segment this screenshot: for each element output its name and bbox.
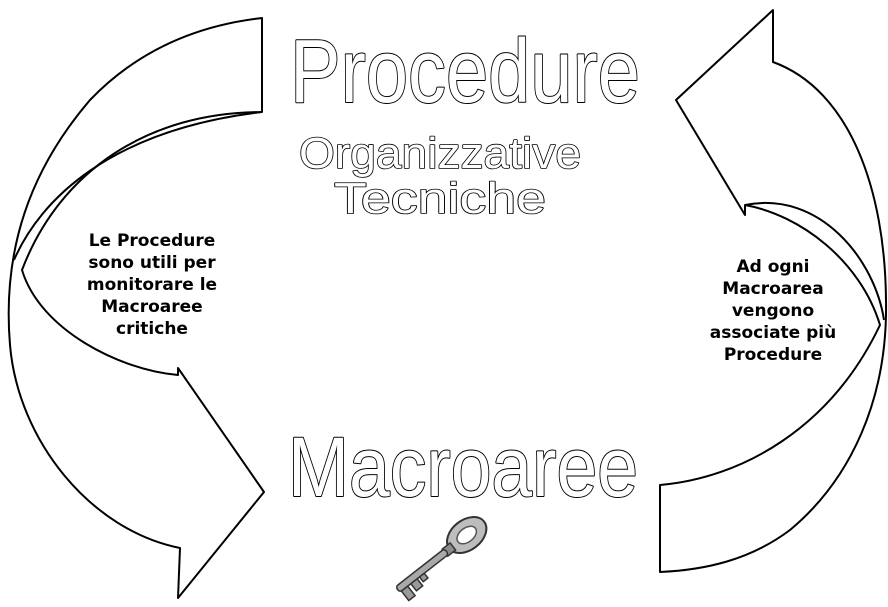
right-note-line: Procedure [723, 345, 823, 365]
diagram-title-procedure: Procedure [290, 22, 640, 122]
key-icon [395, 516, 488, 602]
left-note: Le Procedure sono utili per monitorare l… [52, 230, 252, 340]
diagram-title-macroaree: Macroaree [288, 420, 638, 514]
left-note-line: Macroaree [101, 297, 203, 317]
right-note-line: Macroarea [722, 279, 824, 299]
subtitle-organizzative: Organizzative [299, 129, 581, 178]
right-note-line: Ad ogni [736, 257, 810, 277]
right-note-line: associate più [709, 323, 837, 343]
right-note: Ad ogni Macroarea vengono associate più … [688, 256, 858, 366]
left-cycle-arrow [7, 17, 265, 599]
right-note-line: vengono [731, 301, 815, 321]
left-note-line: critiche [116, 319, 188, 339]
left-note-line: monitorare le [86, 275, 218, 295]
left-arrow-fold [13, 111, 263, 261]
right-arrow-fold [744, 202, 885, 321]
left-note-line: sono utili per [88, 253, 216, 273]
right-cycle-arrow [659, 9, 888, 573]
left-note-line: Le Procedure [88, 231, 216, 251]
subtitle-tecniche: Tecniche [334, 174, 546, 223]
